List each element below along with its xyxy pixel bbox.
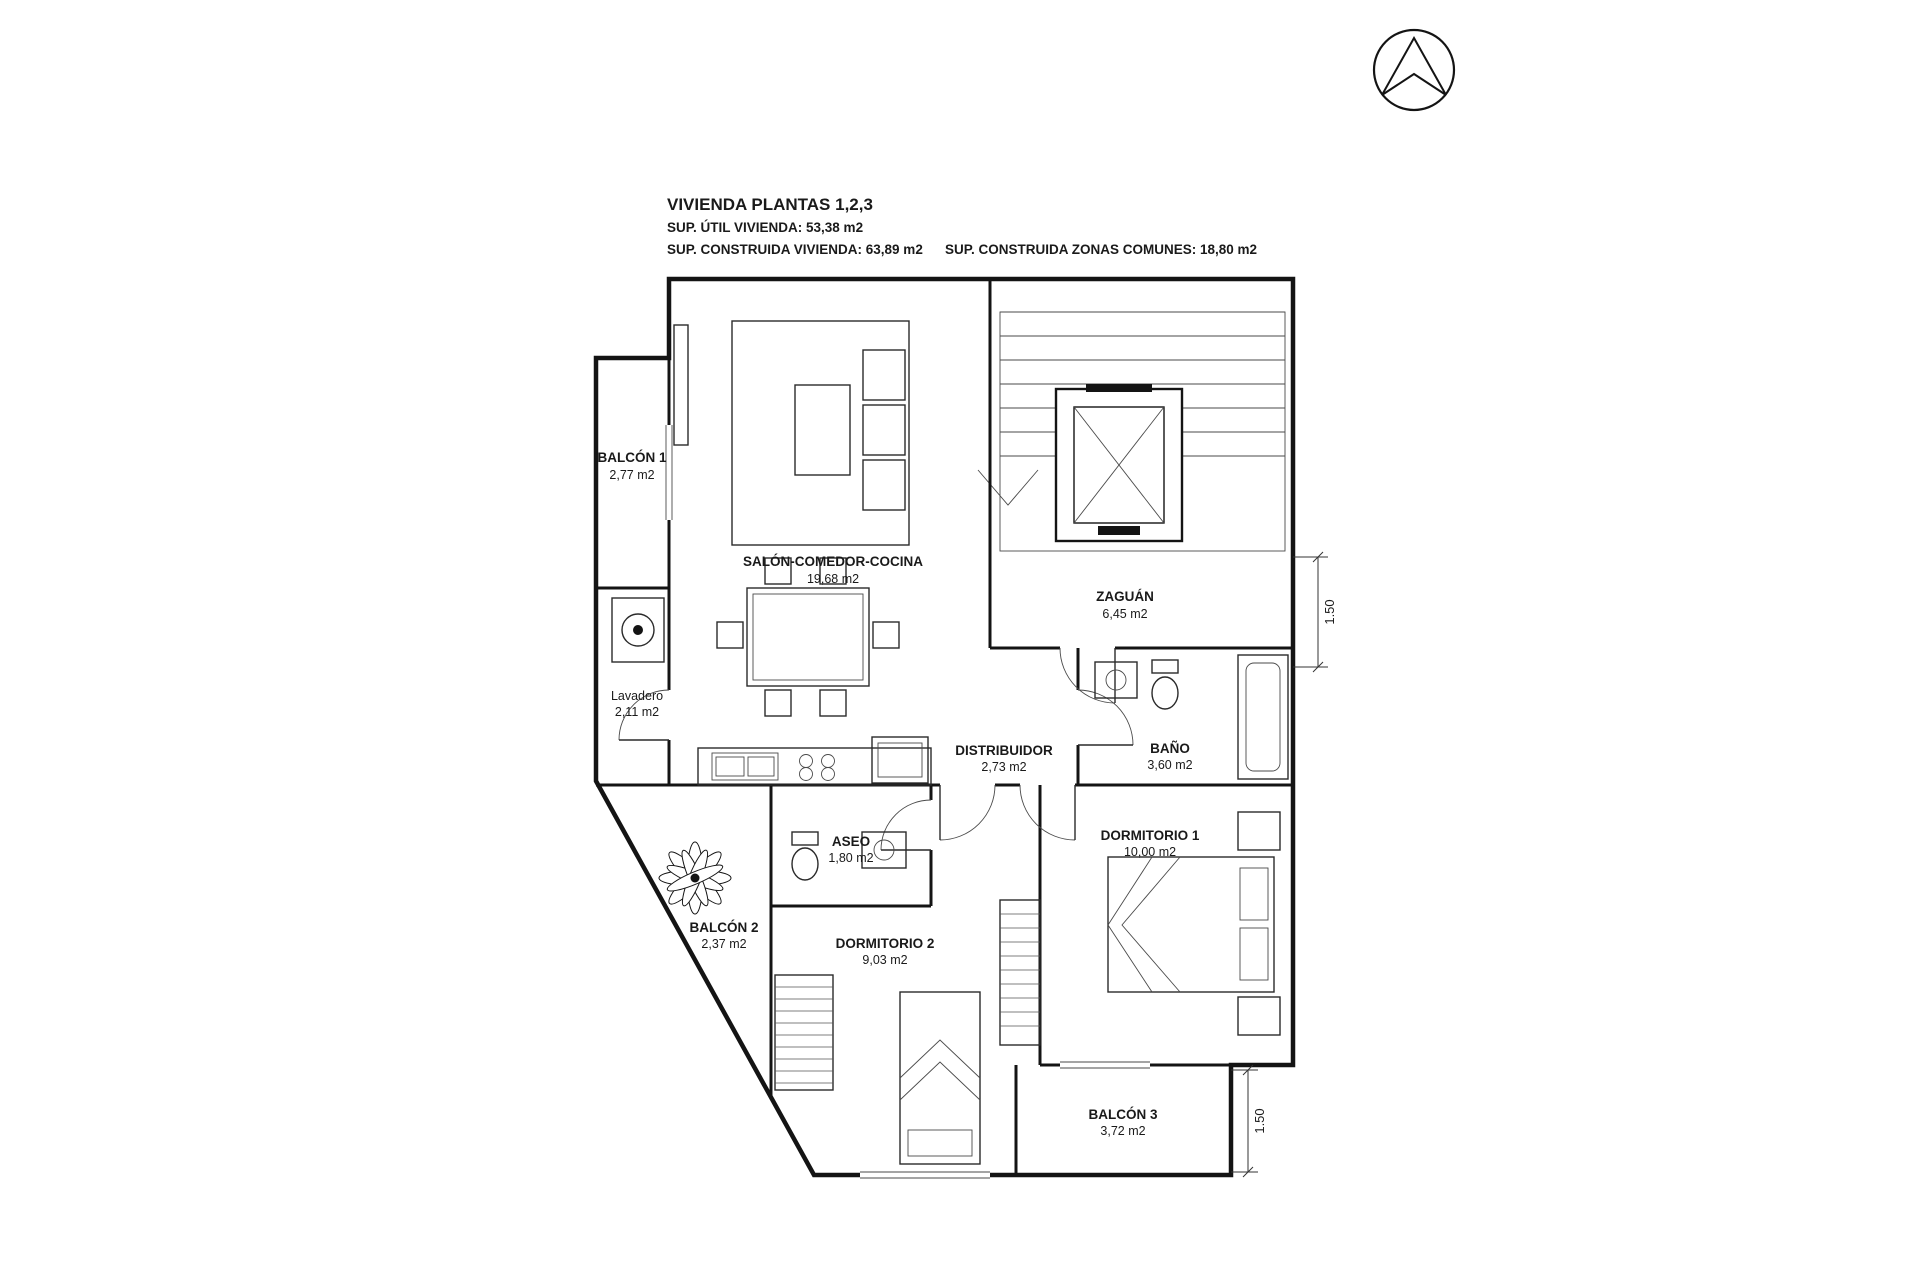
svg-text:10,00 m2: 10,00 m2 xyxy=(1124,845,1176,859)
svg-text:2,11 m2: 2,11 m2 xyxy=(615,705,659,719)
bathroom-fixtures xyxy=(1094,654,1289,780)
label-balcon1: BALCÓN 1 xyxy=(597,450,666,465)
sofa-cushion xyxy=(862,404,906,456)
surface-util-label: SUP. ÚTIL VIVIENDA: 53,38 m2 xyxy=(667,220,863,235)
label-balcon2: BALCÓN 2 xyxy=(689,920,758,935)
svg-text:2,77 m2: 2,77 m2 xyxy=(609,468,654,482)
surface-construida-label: SUP. CONSTRUIDA VIVIENDA: 63,89 m2 xyxy=(667,242,923,257)
bath-washbasin xyxy=(1094,661,1138,699)
svg-text:3,72 m2: 3,72 m2 xyxy=(1100,1124,1145,1138)
surface-comunes-label: SUP. CONSTRUIDA ZONAS COMUNES: 18,80 m2 xyxy=(945,242,1257,257)
label-aseo: ASEO xyxy=(832,834,870,849)
wardrobe-left xyxy=(774,974,834,1091)
sofa-cushion xyxy=(862,459,906,511)
bath-toilet-icon xyxy=(1151,676,1179,710)
kitchen-hob xyxy=(799,754,835,781)
wardrobe-right xyxy=(999,899,1041,1046)
kitchen-appliance xyxy=(871,736,929,784)
aseo-toilet-icon xyxy=(791,847,819,881)
svg-text:1,80 m2: 1,80 m2 xyxy=(828,851,873,865)
dorm1-bed xyxy=(1107,811,1281,1036)
windows xyxy=(665,425,1150,1180)
pillow xyxy=(907,1129,973,1157)
living-room-furniture xyxy=(673,320,910,546)
bathtub xyxy=(1237,654,1289,780)
dorm2-wardrobes xyxy=(774,899,1041,1091)
label-bano: BAÑO xyxy=(1150,741,1190,756)
doors xyxy=(618,647,1134,851)
svg-text:2,37 m2: 2,37 m2 xyxy=(701,937,746,951)
nightstand xyxy=(1237,811,1281,851)
svg-text:19,68 m2: 19,68 m2 xyxy=(807,572,859,586)
label-distribuidor: DISTRIBUIDOR xyxy=(955,743,1053,758)
elevator xyxy=(1054,384,1184,543)
sofa-cushion xyxy=(862,349,906,401)
nightstand xyxy=(1237,996,1281,1036)
dim-bottom-label: 1.50 xyxy=(1252,1108,1267,1133)
label-lavadero: Lavadero xyxy=(611,689,663,703)
stair-direction-arrow xyxy=(977,469,1039,506)
exterior-walls xyxy=(593,276,1296,1178)
label-dormitorio1: DORMITORIO 1 xyxy=(1101,828,1200,843)
kitchen-sink xyxy=(711,752,779,781)
kitchen-counter xyxy=(697,736,932,786)
tv-unit xyxy=(673,324,689,446)
label-balcon3: BALCÓN 3 xyxy=(1088,1107,1157,1122)
north-arrow-icon xyxy=(1372,28,1456,112)
bath-toilet-tank xyxy=(1151,659,1179,674)
aseo-toilet-tank xyxy=(791,831,819,846)
label-dormitorio2: DORMITORIO 2 xyxy=(836,936,935,951)
svg-text:6,45 m2: 6,45 m2 xyxy=(1102,607,1147,621)
svg-text:9,03 m2: 9,03 m2 xyxy=(862,953,907,967)
aseo-washbasin xyxy=(861,831,907,869)
dim-right-label: 1.50 xyxy=(1322,599,1337,624)
title-block: VIVIENDA PLANTAS 1,2,3 SUP. ÚTIL VIVIEND… xyxy=(667,195,1257,257)
plant-icon xyxy=(658,841,732,915)
dorm2-bed xyxy=(899,991,981,1165)
washing-machine xyxy=(611,597,665,663)
dimension-bottom: 1.50 xyxy=(1231,1064,1267,1178)
aseo-fixtures xyxy=(791,831,907,881)
pillow xyxy=(1239,927,1269,981)
svg-text:2,73 m2: 2,73 m2 xyxy=(981,760,1026,774)
dining-table xyxy=(716,557,900,717)
pillow xyxy=(1239,867,1269,921)
label-salon: SALÓN-COMEDOR-COCINA xyxy=(743,554,923,569)
svg-text:3,60 m2: 3,60 m2 xyxy=(1147,758,1192,772)
plan-title: VIVIENDA PLANTAS 1,2,3 xyxy=(667,195,873,214)
interior-walls xyxy=(596,279,1293,1175)
room-labels: BALCÓN 1 2,77 m2 SALÓN-COMEDOR-COCINA 19… xyxy=(597,450,1199,1138)
dimension-right: 1.50 xyxy=(1293,551,1337,673)
label-zaguan: ZAGUÁN xyxy=(1096,589,1154,604)
